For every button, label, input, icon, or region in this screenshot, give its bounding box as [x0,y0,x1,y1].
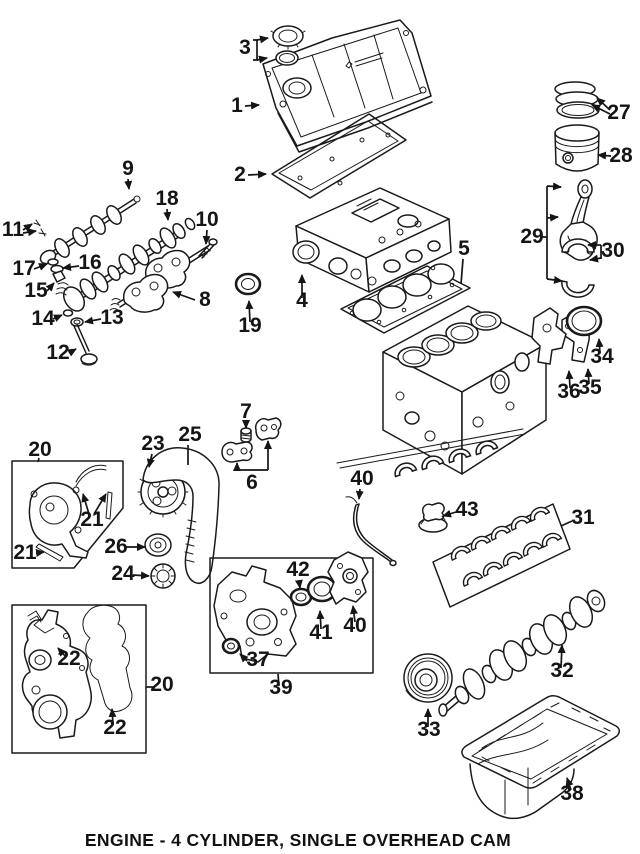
valve-cover-gasket [271,113,407,199]
spring-retainer [47,258,59,266]
belt-tensioner [150,563,176,589]
callout-8[interactable]: 8 [199,288,211,311]
lash-adjuster [52,270,66,283]
valve-spring [55,282,69,296]
rocker-shaft [39,195,141,265]
callout-23[interactable]: 23 [141,432,164,455]
cover-gasket-arc [75,464,107,487]
callout-40-dipstick[interactable]: 40 [350,467,373,490]
engine-block [336,305,547,478]
main-bearing-set-box [432,503,571,608]
valve-spring-parts [47,258,84,327]
callout-27[interactable]: 27 [607,101,630,124]
cover-gasket-loop [82,604,133,713]
callout-6[interactable]: 6 [246,471,258,494]
cylinder-head [292,187,452,293]
rear-main-seal [565,305,603,337]
callout-32[interactable]: 32 [550,659,573,682]
crankshaft [438,589,606,717]
oil-pickup [418,502,448,533]
callout-22-b[interactable]: 22 [103,716,126,739]
callout-3[interactable]: 3 [239,36,251,59]
callout-43[interactable]: 43 [455,498,478,521]
cover-gasket-strip-bottom [35,543,64,562]
callout-10[interactable]: 10 [195,208,218,231]
rod-bearings [561,238,595,298]
upper-timing-cover [28,482,89,559]
piston-rings [554,81,600,119]
leader-lines [22,35,612,791]
valve-cover [262,19,433,153]
callout-20-upper-box[interactable]: 20 [28,438,51,461]
callouts: 3 1 2 4 5 19 9 18 10 11 17 16 15 8 14 13… [2,36,633,805]
callout-34[interactable]: 34 [590,345,614,368]
intake-valve [73,323,98,366]
mount-stud [240,427,252,443]
callout-40-pump-cover[interactable]: 40 [343,614,366,637]
callout-35[interactable]: 35 [578,376,602,399]
lower-timing-cover-box [11,604,147,754]
callout-1[interactable]: 1 [231,94,243,117]
cam-thrust-washer [184,217,196,231]
callout-36[interactable]: 36 [557,380,580,403]
callout-18[interactable]: 18 [155,187,179,210]
callout-4[interactable]: 4 [296,289,308,312]
callout-19[interactable]: 19 [238,314,261,337]
callout-42[interactable]: 42 [286,558,309,581]
callout-30[interactable]: 30 [601,239,624,262]
callout-24[interactable]: 24 [111,562,135,585]
callout-5[interactable]: 5 [458,237,470,260]
callout-25[interactable]: 25 [178,423,202,446]
spring-seat-lower [70,317,84,327]
diagram-caption: ENGINE - 4 CYLINDER, SINGLE OVERHEAD CAM [85,830,511,850]
callout-11[interactable]: 11 [2,218,25,241]
brand-emblem [345,52,384,69]
callout-13[interactable]: 13 [100,306,123,329]
separator-bracket [531,307,567,365]
callout-39[interactable]: 39 [269,676,292,699]
callout-26[interactable]: 26 [104,535,127,558]
callout-20-lower-box[interactable]: 20 [150,673,173,696]
tensioner-pulley [144,533,172,557]
upper-timing-cover-box [11,460,124,569]
crank-pulley [403,653,453,703]
callout-7[interactable]: 7 [240,400,252,423]
camshaft-oil-seal [234,272,262,296]
pan-gasket-slots [478,702,611,784]
rocker-arms [109,245,211,313]
head-gasket [340,263,471,334]
callout-41[interactable]: 41 [309,621,333,644]
dipstick-tube [345,496,397,567]
callout-9[interactable]: 9 [122,157,134,180]
callout-38[interactable]: 38 [560,782,584,805]
callout-22-a[interactable]: 22 [57,647,80,670]
spring-seat-upper [62,309,74,317]
pump-seal-37 [221,637,241,655]
callout-29[interactable]: 29 [520,225,543,248]
oil-filler-cap [270,25,306,66]
engine-mount-brackets [221,417,282,463]
callout-28[interactable]: 28 [609,144,633,167]
timing-belt [142,447,220,584]
callout-21-a[interactable]: 21 [80,508,104,531]
callout-2[interactable]: 2 [234,163,246,186]
valve-keeper-bolts [33,219,47,237]
camshaft [62,217,196,312]
callout-21-b[interactable]: 21 [13,541,37,564]
callout-31[interactable]: 31 [571,506,595,529]
cover-gasket-strip-right [105,491,113,520]
callout-17[interactable]: 17 [12,257,35,280]
callout-12[interactable]: 12 [46,341,69,364]
oil-pump-box [209,551,374,674]
piston [554,124,600,172]
oil-pan [461,694,620,820]
callout-15[interactable]: 15 [24,279,48,302]
callout-16[interactable]: 16 [78,251,101,274]
cover-gasket-pipe [27,610,55,634]
callout-33[interactable]: 33 [417,718,440,741]
callout-37[interactable]: 37 [246,648,269,671]
callout-14[interactable]: 14 [31,307,55,330]
